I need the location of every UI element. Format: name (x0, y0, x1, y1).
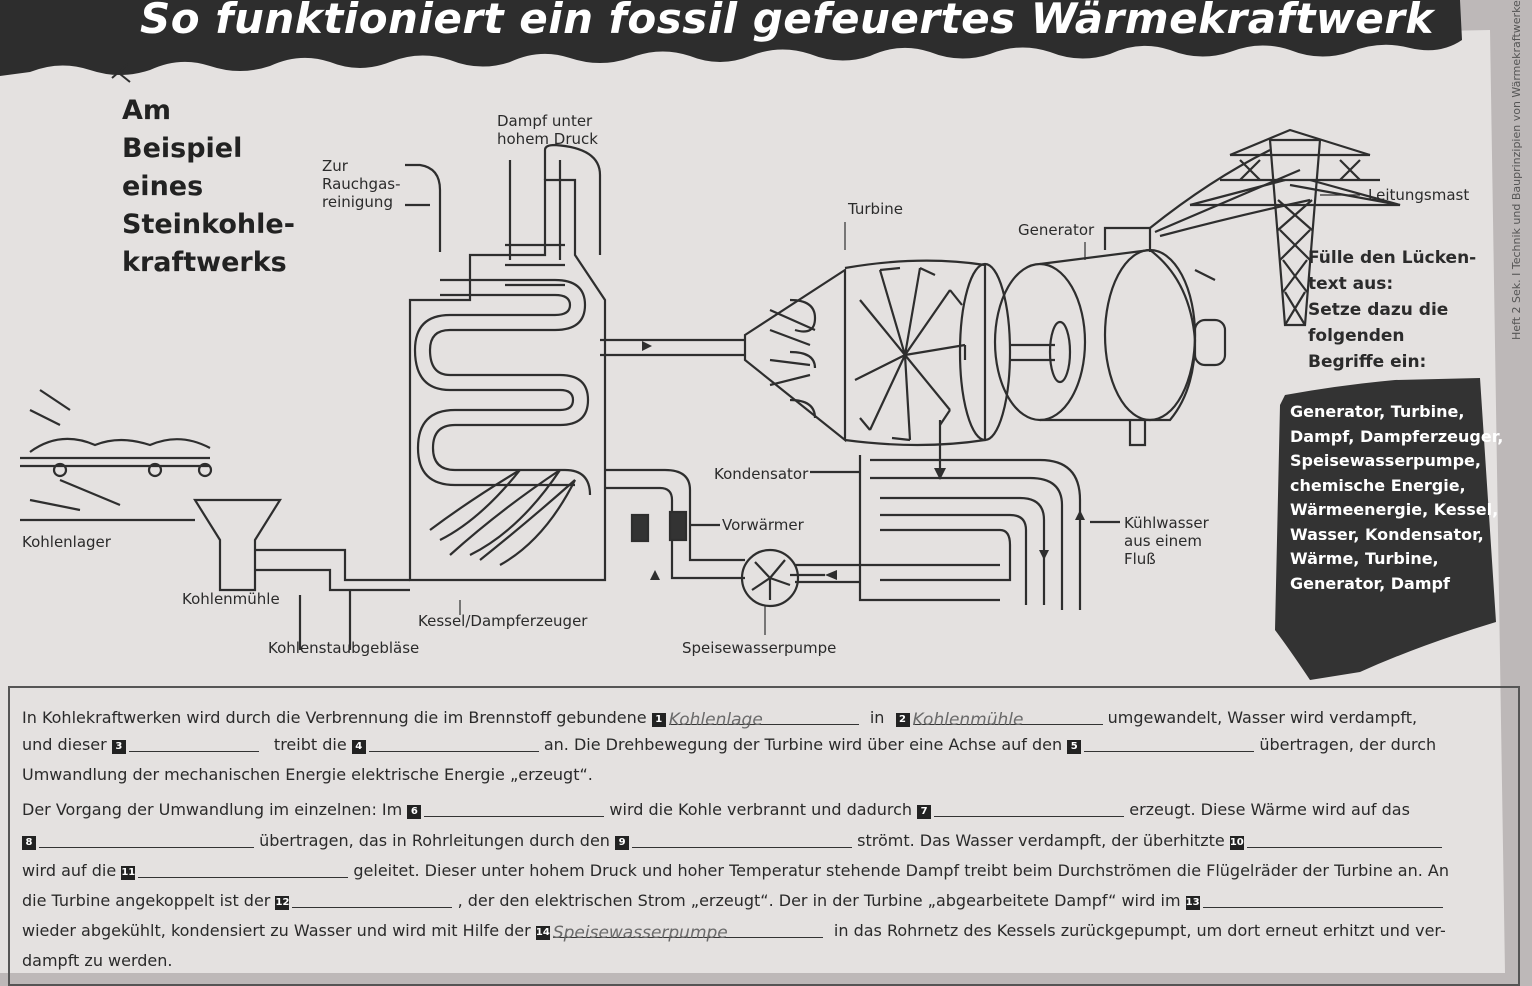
banner-scribble (111, 63, 131, 83)
cloze-line-3: Umwandlung der mechanischen Energie elek… (22, 765, 593, 784)
blank-5[interactable] (1084, 737, 1255, 752)
boiler-outline (408, 178, 607, 582)
blank-7[interactable] (934, 802, 1125, 817)
blank-11[interactable] (138, 863, 349, 878)
blank-9[interactable] (632, 833, 853, 848)
side-note: Heft 2 Sek. I Technik und Bauprinzipien … (1510, 0, 1523, 340)
cloze-line-2: und dieser 3 treibt die 4 an. Die Drehbe… (22, 735, 1437, 754)
turbine-rotor (854, 266, 967, 442)
label-coal-storage: Kohlenlager (22, 533, 111, 551)
pylon (1189, 128, 1401, 327)
blank-13[interactable] (1202, 893, 1443, 908)
label-pylon: Leitungsmast (1368, 186, 1470, 204)
boiler-coils (428, 278, 592, 496)
turbine-shaft (1010, 343, 1055, 362)
leader-lines (349, 194, 1360, 650)
cloze-text-box: In Kohlekraftwerken wird durch die Verbr… (8, 686, 1520, 986)
cloze-line-5: 8 übertragen, das in Rohrleitungen durch… (22, 831, 1442, 850)
blank-8[interactable] (39, 833, 254, 848)
condenser (870, 458, 1082, 610)
flow-arrows (642, 341, 1085, 580)
terms-box (1275, 378, 1496, 680)
label-preheater: Vorwärmer (722, 516, 804, 534)
cloze-line-9: dampft zu werden. (22, 951, 173, 970)
cloze-line-6: wird auf die 11 geleitet. Dieser unter h… (22, 861, 1449, 880)
coal-conveyor (20, 456, 210, 468)
blank-10[interactable] (1246, 833, 1442, 848)
example-heading: Am Beispiel eines Steinkohle- kraftwerks (122, 95, 295, 278)
generator-body (993, 226, 1227, 447)
label-boiler: Kessel/Dampferzeuger (418, 612, 588, 630)
feedwater-pump (740, 548, 800, 608)
label-coal-mill: Kohlenmühle (182, 590, 280, 608)
page-title: So funktioniert ein fossil gefeuertes Wä… (140, 0, 1434, 43)
label-feedwater-pump: Speisewasserpumpe (682, 639, 837, 657)
cloze-line-1: In Kohlekraftwerken wird durch die Verbr… (22, 708, 1418, 730)
title-banner (0, 0, 1462, 76)
coal-mill (193, 498, 282, 592)
power-lines (1149, 149, 1311, 238)
label-generator: Generator (1018, 221, 1095, 239)
term-list: Generator, Turbine,Dampf, Dampferzeuger,… (1290, 402, 1504, 593)
blank-1[interactable]: Kohlenlage (668, 710, 859, 730)
blank-6[interactable] (424, 802, 605, 817)
blank-12[interactable] (292, 893, 453, 908)
steam-line (543, 143, 602, 255)
blank-14[interactable]: Speisewasserpumpe (552, 923, 823, 943)
instructions: Fülle den Lücken-text aus:Setze dazu die… (1308, 248, 1477, 372)
return-pipe (605, 468, 745, 580)
label-turbine: Turbine (848, 200, 903, 218)
blank-4[interactable] (368, 737, 539, 752)
label-condenser: Kondensator (714, 465, 809, 483)
cloze-line-8: wieder abgekühlt, kondensiert zu Wasser … (22, 921, 1446, 943)
blank-3[interactable] (128, 737, 259, 752)
paper-sheet (0, 30, 1505, 973)
blank-2[interactable]: Kohlenmühle (912, 710, 1103, 730)
cloze-line-7: die Turbine angekoppelt ist der 12 , der… (22, 891, 1443, 910)
label-coal-dust-blower: Kohlenstaubgebläse (268, 639, 420, 657)
preheater (630, 513, 650, 543)
boiler-flames (429, 469, 576, 566)
steam-pipe (405, 163, 442, 252)
cloze-line-4: Der Vorgang der Umwandlung im einzelnen:… (22, 800, 1410, 819)
